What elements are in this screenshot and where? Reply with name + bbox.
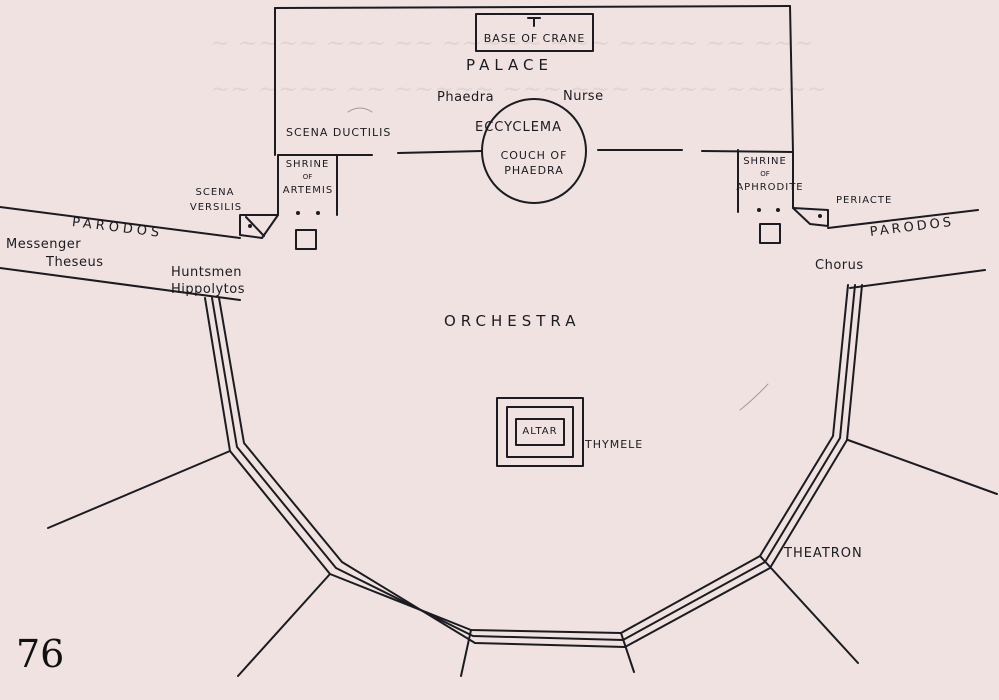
parodos-right (827, 209, 986, 289)
shrine-dots (248, 208, 822, 228)
page-number: 76 (16, 632, 65, 676)
couch-label-line1: COUCH OF (500, 149, 568, 162)
palace-outline (274, 5, 794, 156)
scena-versilis-label-2: VERSILIS (189, 202, 243, 213)
pencil-mark (739, 383, 769, 411)
shrine-of-aphrodite (737, 149, 794, 213)
eccyclema-circle (481, 98, 587, 204)
theatron-label: THEATRON (784, 546, 863, 561)
shrine-artemis-label-1: SHRINE (285, 159, 330, 170)
hippolytos-label: Hippolytos (171, 282, 245, 297)
shrine-artemis-label-2: OF (302, 173, 313, 181)
messenger-label: Messenger (6, 237, 82, 252)
orchestra-label: ORCHESTRA (444, 312, 581, 330)
periacte-label: PERIACTE (836, 195, 893, 206)
periacte-right (792, 207, 829, 227)
nurse-label: Nurse (563, 89, 604, 104)
scena-versilis-label-1: SCENA (195, 187, 235, 198)
shrine-artemis-label-3: ARTEMIS (282, 185, 334, 196)
eccyclema-label: ECCYCLEMA (475, 120, 563, 135)
huntsmen-label: Huntsmen (171, 265, 243, 280)
base-of-crane-label: BASE OF CRANE (483, 32, 586, 45)
pencil-mark (347, 107, 373, 113)
theatron-radial-lines (47, 439, 998, 677)
shrine-aphrodite-label-3: APHRODITE (736, 182, 804, 193)
couch-label-line2: PHAEDRA (504, 164, 564, 177)
altar-label: ALTAR (522, 426, 558, 437)
scena-ductilis-label: SCENA DUCTILIS (286, 126, 392, 139)
altar-thymele (496, 397, 584, 467)
scena-ductilis-line (277, 149, 794, 156)
faded-background-text: ~ ~~~~ ~~~ ~~ ~~~~~ ~~~ ~~~~ ~~ ~~~ ~~ ~… (210, 29, 827, 103)
theatron-wall (204, 284, 863, 648)
phaedra-label: Phaedra (437, 90, 495, 105)
chorus-label: Chorus (815, 258, 864, 273)
thymele-label: THYMELE (585, 438, 644, 451)
shrine-of-artemis (277, 154, 338, 216)
aphrodite-altar-square (759, 223, 781, 244)
scena-versilis-left (239, 214, 279, 239)
artemis-altar-square (295, 229, 317, 250)
shrine-aphrodite-label-2: OF (760, 170, 770, 178)
theseus-label: Theseus (46, 255, 104, 270)
shrine-aphrodite-label-1: SHRINE (743, 156, 787, 167)
parodos-left (0, 206, 241, 301)
base-of-crane-box (475, 13, 594, 52)
palace-label: PALACE (466, 56, 553, 74)
